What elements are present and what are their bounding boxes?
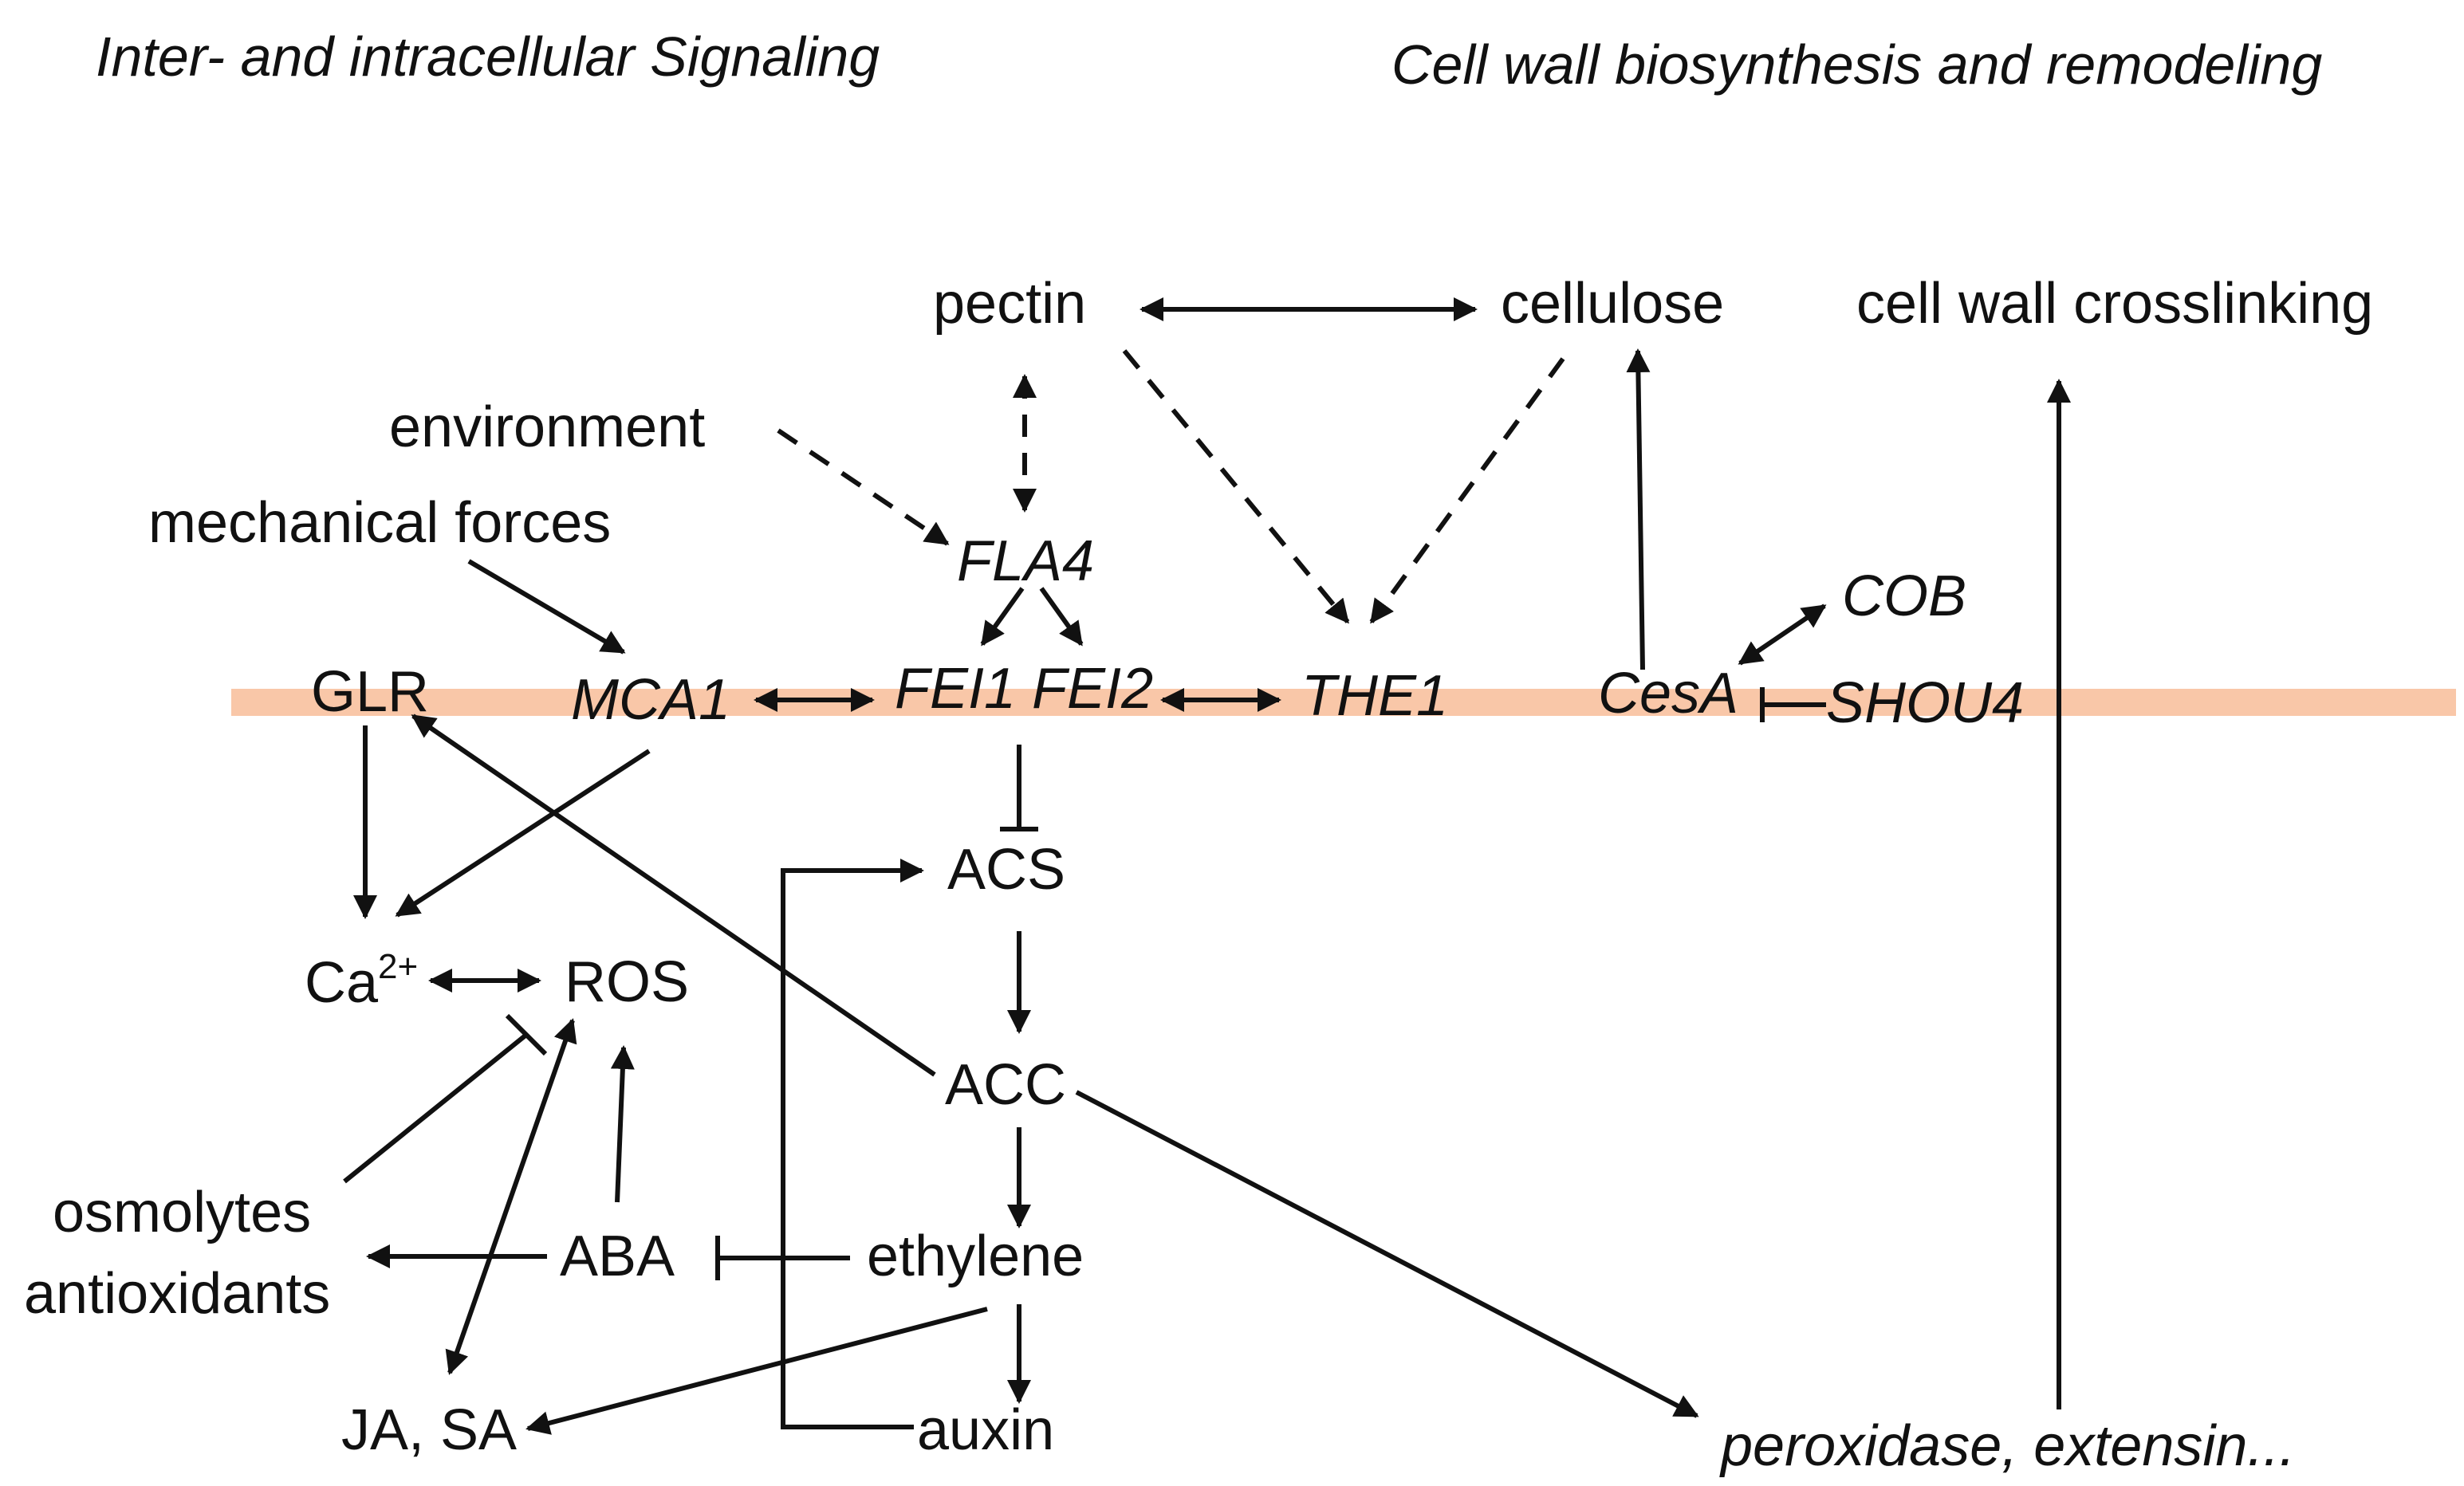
node-peroxidase-extensin: peroxidase, extensin... (1719, 1414, 2295, 1478)
edge-aba-ros (610, 1045, 635, 1203)
node-the1: THE1 (1301, 664, 1448, 728)
node-cellulose: cellulose (1501, 272, 1724, 336)
node-environment: environment (389, 395, 705, 459)
node-ethylene: ethylene (867, 1225, 1084, 1288)
header-cell-wall: Cell wall biosynthesis and remodeling (1391, 33, 2322, 96)
node-acs: ACS (947, 838, 1065, 902)
edge-cesa-cellulose (1626, 348, 1651, 670)
node-mca1: MCA1 (571, 668, 730, 732)
node-acc: ACC (945, 1053, 1066, 1117)
node-mechanical-forces: mechanical forces (148, 491, 611, 555)
edge-environment-fla4 (777, 428, 950, 546)
node-cesa: CesA (1598, 662, 1738, 725)
ca-base: Ca (305, 951, 379, 1015)
edge-ros-jasa (445, 1018, 577, 1375)
edge-mechanical-mca1 (467, 559, 626, 655)
node-pectin: pectin (933, 272, 1086, 336)
node-fla4: FLA4 (957, 529, 1094, 593)
edge-auxin-acs (781, 859, 924, 1429)
node-osmolytes: osmolytes (53, 1181, 311, 1244)
plasma-membrane (231, 689, 2456, 716)
edge-cellulose-the1 (1369, 357, 1565, 624)
edge-osmolytes-ros-bar (505, 1013, 548, 1056)
edge-acc-peroxidase (1075, 1090, 1699, 1418)
edge-mca1-ca (395, 749, 651, 918)
ca-charge: 2+ (378, 947, 418, 986)
node-ros: ROS (565, 950, 689, 1014)
node-fei1-fei2: FEI1 FEI2 (895, 657, 1153, 721)
edge-fla4-fei1 (980, 587, 1025, 647)
edge-osmolytes-ros (343, 1032, 528, 1184)
node-cell-wall-crosslinking: cell wall crosslinking (1856, 272, 2373, 336)
edge-fla4-fei2 (1039, 587, 1084, 647)
node-cob: COB (1842, 564, 1966, 628)
edge-ethylene-jasa (525, 1307, 988, 1435)
edge-acc-glr (411, 714, 936, 1077)
node-glr: GLR (311, 660, 429, 724)
edge-cesa-cob (1738, 603, 1827, 666)
node-ca2: Ca2+ (305, 947, 418, 1015)
header-signaling: Inter- and intracellular Signaling (96, 26, 880, 88)
node-ja-sa: JA, SA (341, 1398, 517, 1462)
node-shou4: SHOU4 (1826, 671, 2024, 735)
node-antioxidants: antioxidants (24, 1262, 330, 1326)
node-auxin: auxin (917, 1398, 1054, 1462)
node-aba: ABA (560, 1225, 675, 1288)
edge-pectin-the1 (1122, 349, 1350, 624)
